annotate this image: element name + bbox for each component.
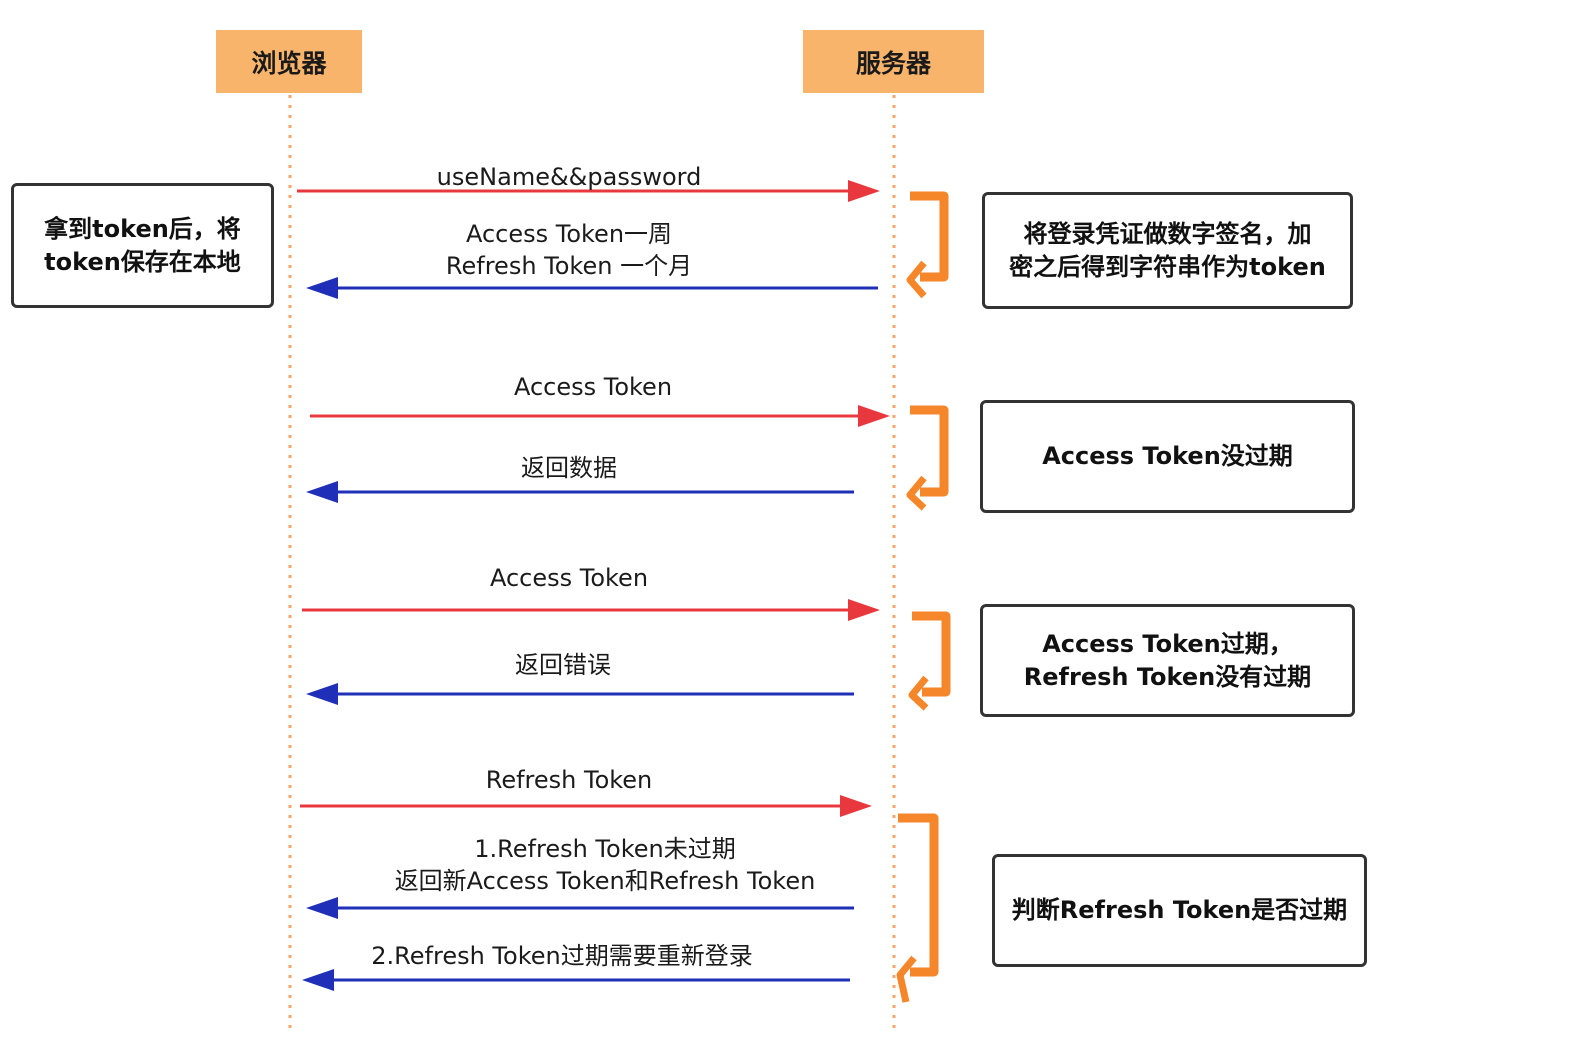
response-arrow-data — [306, 481, 854, 503]
note-sign-token: 将登录凭证做数字签名，加 密之后得到字符串作为token — [982, 192, 1353, 309]
message-return-error: 返回错误 — [363, 649, 763, 681]
message-line: useName&&password — [436, 163, 702, 191]
response-arrow-refresh-ok — [306, 897, 854, 919]
note-line: Access Token没过期 — [1042, 442, 1293, 470]
message-line: Access Token一周 — [465, 220, 673, 248]
server-lifeline-header: 服务器 — [803, 30, 984, 93]
request-arrow-refresh — [300, 795, 872, 817]
request-arrow-access-2 — [302, 599, 880, 621]
note-line: Refresh Token没有过期 — [1023, 662, 1312, 691]
note-line: 将登录凭证做数字签名，加 — [1023, 219, 1312, 248]
message-refresh-ok: 1.Refresh Token未过期 返回新Access Token和Refre… — [355, 833, 855, 897]
request-arrow-login — [297, 180, 880, 202]
message-access-token-1: Access Token — [393, 371, 793, 403]
message-access-token-2: Access Token — [369, 562, 769, 594]
browser-lifeline-header: 浏览器 — [216, 30, 362, 93]
message-refresh-token: Refresh Token — [369, 764, 769, 796]
note-access-token-valid: Access Token没过期 — [980, 400, 1355, 513]
message-line: 2.Refresh Token过期需要重新登录 — [371, 942, 753, 970]
note-access-token-expired: Access Token过期， Refresh Token没有过期 — [980, 604, 1355, 717]
response-arrow-error — [306, 683, 854, 705]
message-token-reply: Access Token一周 Refresh Token 一个月 — [369, 218, 769, 282]
note-browser-store-token: 拿到token后，将 token保存在本地 — [11, 183, 274, 308]
server-process-bracket-1 — [906, 191, 949, 299]
server-process-bracket-2 — [906, 405, 949, 511]
note-line: 密之后得到字符串作为token — [1009, 252, 1326, 281]
note-check-refresh-token: 判断Refresh Token是否过期 — [992, 854, 1367, 967]
message-refresh-expired: 2.Refresh Token过期需要重新登录 — [312, 940, 812, 972]
message-line: 1.Refresh Token未过期 — [474, 835, 736, 863]
message-line: Refresh Token 一个月 — [445, 252, 693, 280]
response-arrow-refresh-expired — [302, 969, 850, 991]
server-process-bracket-4 — [896, 813, 939, 1003]
response-arrow-token — [306, 277, 878, 299]
message-line: 返回数据 — [521, 454, 617, 482]
message-login-credentials: useName&&password — [369, 161, 769, 193]
request-arrow-access-1 — [310, 405, 890, 427]
server-label: 服务器 — [855, 48, 931, 78]
message-line: 返回错误 — [515, 651, 611, 679]
message-line: 返回新Access Token和Refresh Token — [394, 867, 816, 895]
note-line: 判断Refresh Token是否过期 — [1011, 896, 1348, 924]
browser-label: 浏览器 — [251, 48, 327, 78]
message-line: Access Token — [489, 564, 649, 592]
note-line: 拿到token后，将 — [44, 214, 241, 243]
message-return-data: 返回数据 — [369, 452, 769, 484]
note-line: token保存在本地 — [44, 247, 241, 276]
message-line: Refresh Token — [485, 766, 653, 794]
note-line: Access Token过期， — [1042, 629, 1293, 658]
message-line: Access Token — [513, 373, 673, 401]
server-process-bracket-3 — [908, 611, 951, 711]
